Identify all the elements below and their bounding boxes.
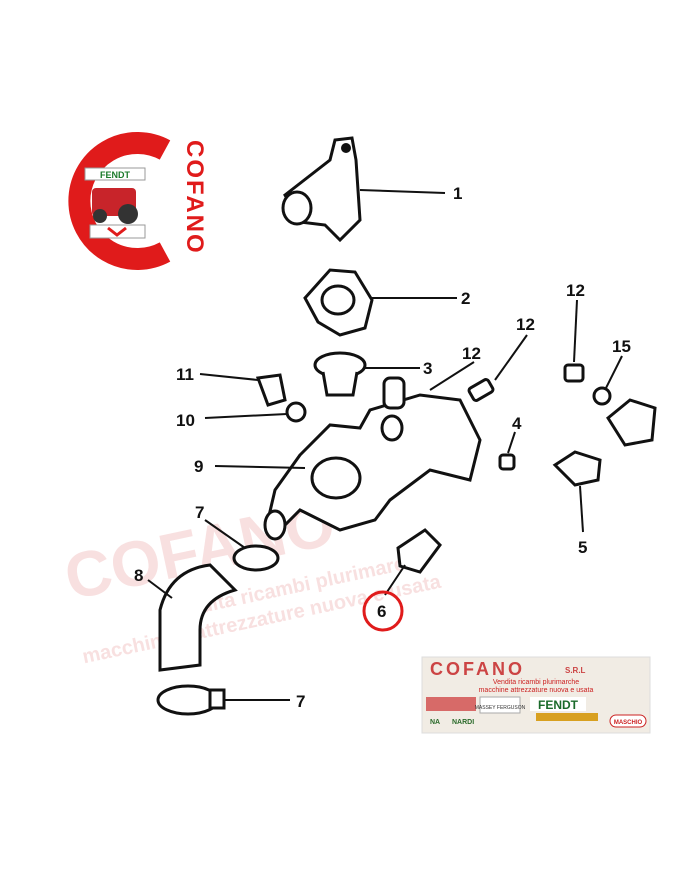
callout-3: 3 bbox=[423, 359, 432, 378]
callout-9: 9 bbox=[194, 457, 203, 476]
part-7-clamp-upper bbox=[204, 519, 280, 572]
callout-12-c: 12 bbox=[566, 281, 585, 300]
callout-4: 4 bbox=[512, 414, 522, 433]
banner-brand-na: NA bbox=[430, 719, 440, 726]
banner-brand-massey: MASSEY FERGUSON bbox=[475, 705, 526, 711]
banner-brand-maschio: MASCHIO bbox=[614, 720, 643, 726]
banner-line2: macchine attrezzature nuova e usata bbox=[479, 687, 594, 694]
cofano-banner: COFANO S.R.L Vendita ricambi plurimarche… bbox=[421, 656, 651, 734]
part-15-washer bbox=[592, 355, 623, 406]
callout-2: 2 bbox=[461, 289, 470, 308]
banner-title: COFANO bbox=[430, 659, 525, 679]
callout-12-b: 12 bbox=[516, 315, 535, 334]
part-1-outlet-housing bbox=[281, 136, 446, 243]
cofano-logo: FENDT COFANO bbox=[68, 132, 208, 270]
banner-line1: Vendita ricambi plurimarche bbox=[493, 679, 579, 686]
callout-11: 11 bbox=[176, 365, 194, 384]
part-10-washer bbox=[204, 401, 307, 423]
callout-1: 1 bbox=[453, 184, 462, 203]
callout-7-upper: 7 bbox=[195, 503, 204, 522]
fendt-badge-text: FENDT bbox=[100, 170, 130, 180]
part-2-gasket bbox=[303, 268, 457, 337]
part-12-plugs bbox=[429, 299, 585, 402]
callout-8: 8 bbox=[134, 566, 143, 585]
logo-c-shape bbox=[68, 132, 171, 270]
part-9-manifold bbox=[214, 376, 482, 541]
part-11-sensor bbox=[199, 373, 287, 407]
callout-7-lower: 7 bbox=[296, 692, 305, 711]
part-5-cover bbox=[552, 398, 657, 533]
banner-suffix: S.R.L bbox=[565, 666, 586, 675]
highlight-circle bbox=[362, 590, 404, 632]
part-6-gasket bbox=[362, 528, 442, 632]
massey-badge bbox=[89, 224, 146, 239]
part-7-clamp-lower bbox=[156, 684, 290, 716]
part-3-thermostat bbox=[313, 351, 420, 397]
callout-6: 6 bbox=[377, 602, 386, 621]
fendt-badge bbox=[84, 167, 146, 181]
part-8-hose bbox=[147, 563, 238, 672]
callout-15: 15 bbox=[612, 337, 631, 356]
callout-12-a: 12 bbox=[462, 344, 481, 363]
logo-brand-text: COFANO bbox=[181, 140, 208, 255]
part-4-nut bbox=[498, 431, 516, 471]
banner-brand-nardi: NARDI bbox=[452, 719, 474, 726]
banner-brand-fendt: FENDT bbox=[538, 698, 579, 712]
callout-5: 5 bbox=[578, 538, 587, 557]
callout-10: 10 bbox=[176, 411, 195, 430]
